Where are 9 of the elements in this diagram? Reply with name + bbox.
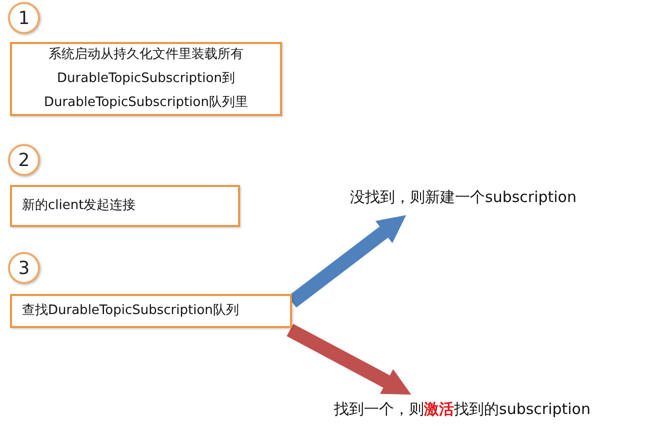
- arrow: [286, 324, 412, 395]
- step-number: 2: [8, 144, 40, 176]
- process-box: 查找DurableTopicSubscription队列: [10, 294, 292, 328]
- process-box: 系统启动从持久化文件里装载所有 DurableTopicSubscription到 DurableTopicSubscription队列里: [10, 42, 282, 116]
- process-box: 新的client发起连接: [10, 185, 240, 227]
- outcome-text: 没找到，则新建一个subscription: [350, 188, 576, 207]
- step-number: 1: [8, 2, 40, 34]
- step-number: 3: [8, 252, 40, 284]
- outcome-text: 找到一个，则激活找到的subscription: [334, 400, 590, 419]
